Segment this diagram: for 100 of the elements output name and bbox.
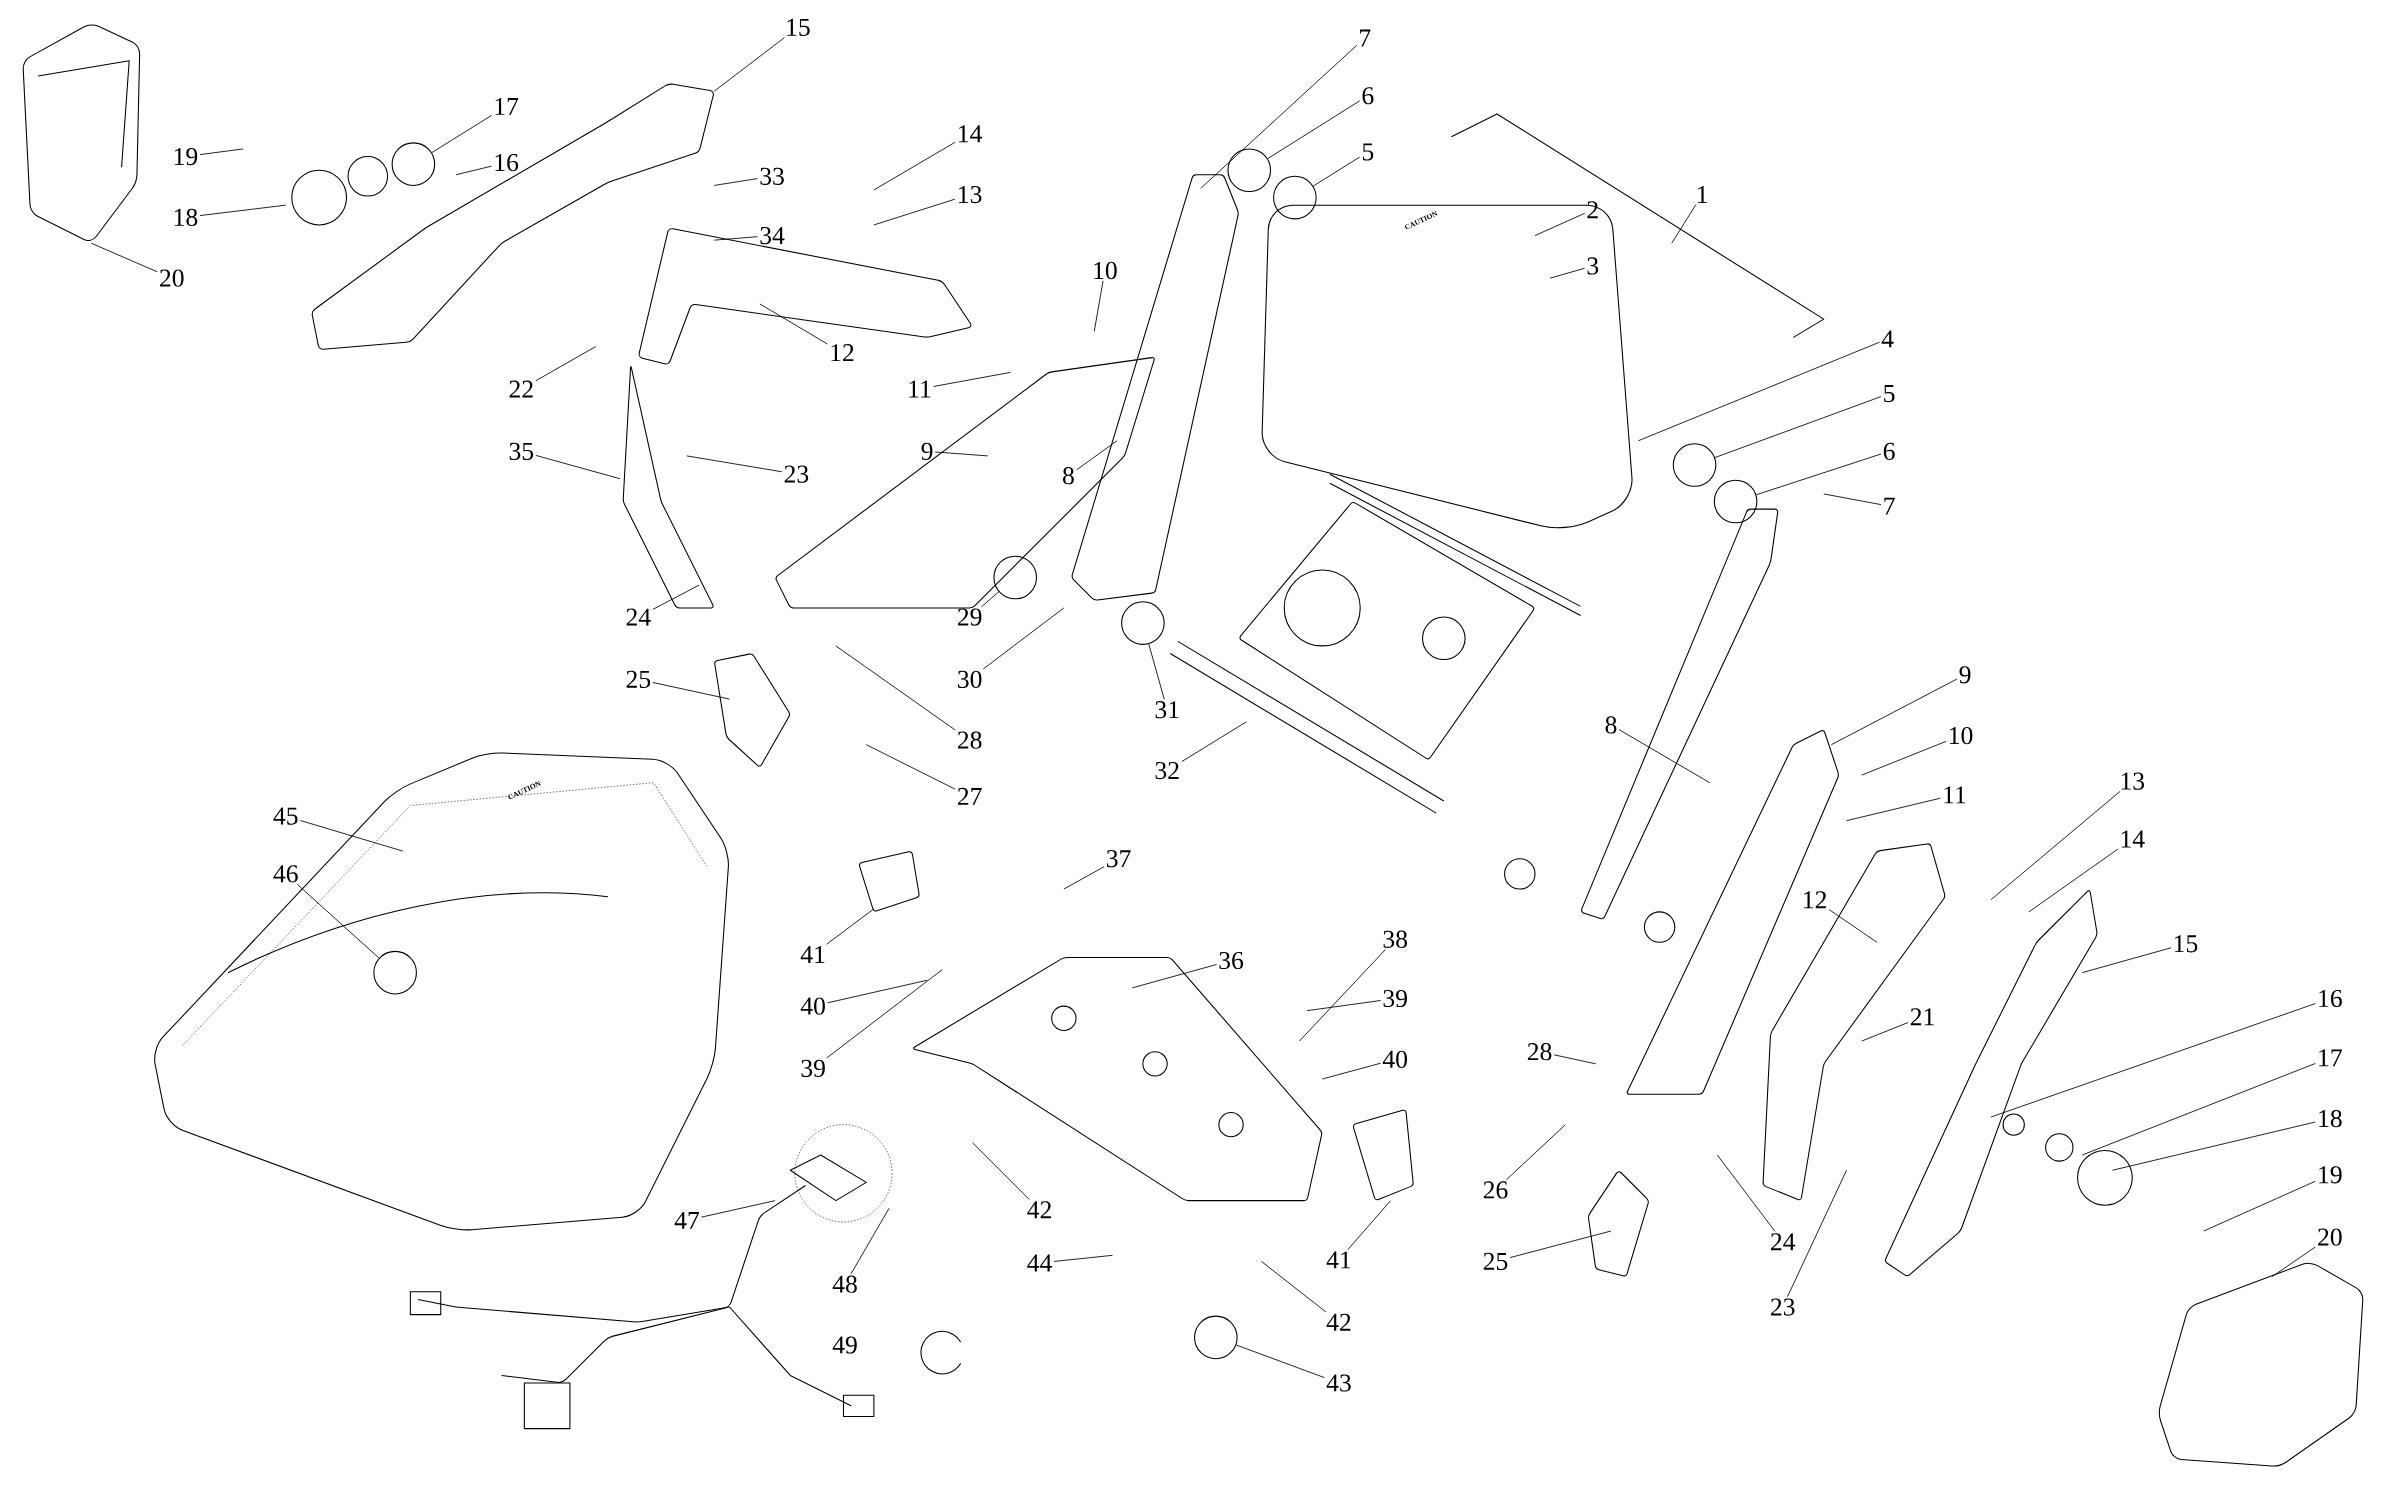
callout-number: 19	[174, 147, 198, 166]
leader-line	[1093, 280, 1104, 332]
leader-line	[1828, 909, 1878, 943]
leader-line	[1148, 643, 1165, 700]
callout-number: 6	[1883, 442, 1895, 461]
callout-number: 38	[1383, 930, 1407, 948]
leader-line	[873, 198, 956, 226]
callout-number: 6	[1362, 87, 1374, 105]
leader-line	[431, 115, 492, 154]
leader-line	[1053, 1254, 1113, 1262]
callout-number: 19	[2319, 1166, 2342, 1184]
washer-part	[1273, 175, 1317, 220]
callout-number: 36	[1219, 951, 1244, 970]
callout-number: 8	[1605, 716, 1617, 734]
leader-line	[1549, 267, 1586, 279]
leader-line	[1509, 1230, 1612, 1259]
leader-line	[1235, 1344, 1325, 1379]
leader-line	[535, 346, 597, 382]
leader-line	[199, 148, 244, 156]
leader-line	[1990, 791, 2121, 901]
callout-number: 5	[1884, 385, 1895, 403]
leader-line	[296, 883, 380, 959]
leader-line	[1714, 396, 1882, 458]
leader-line	[1312, 156, 1361, 187]
callout-number: 20	[2318, 1228, 2342, 1246]
callout-number: 5	[1362, 143, 1374, 161]
callout-number: 44	[1027, 1254, 1052, 1272]
callout-number: 42	[1027, 1201, 1051, 1219]
callout-number: 9	[921, 442, 933, 461]
callout-number: 35	[509, 442, 534, 461]
callout-number: 18	[174, 208, 198, 227]
leader-line	[1131, 964, 1217, 989]
leader-line	[1990, 1003, 2316, 1118]
callout-number: 12	[831, 344, 854, 362]
leader-line	[199, 204, 287, 217]
callout-number: 23	[1771, 1298, 1795, 1316]
callout-number: 14	[2121, 830, 2145, 848]
leader-line	[934, 451, 989, 457]
leader-line	[652, 682, 730, 700]
leader-line	[90, 242, 158, 273]
leader-line	[2028, 848, 2119, 913]
callout-number: 8	[1063, 467, 1074, 485]
callout-number: 47	[674, 1212, 700, 1229]
leader-line	[1830, 678, 1958, 746]
leader-line	[535, 455, 621, 480]
washer-part	[1121, 601, 1165, 645]
callout-number: 28	[957, 731, 982, 749]
leader-line	[972, 1142, 1030, 1201]
callout-number: 41	[800, 946, 825, 963]
callout-number: 15	[787, 18, 810, 36]
callout-number: 25	[1483, 1252, 1508, 1271]
callout-number: 12	[1804, 891, 1827, 909]
callout-number: 39	[1383, 989, 1407, 1008]
washer-part	[1227, 148, 1272, 193]
washer-part	[373, 950, 417, 995]
leader-line	[1261, 1261, 1327, 1313]
leader-line	[2203, 1180, 2316, 1232]
washer-part	[391, 142, 436, 186]
callout-number: 49	[832, 1336, 857, 1354]
leader-line	[835, 645, 956, 731]
leader-line	[1534, 213, 1586, 237]
callout-number: 10	[1094, 261, 1117, 280]
leader-line	[713, 37, 785, 92]
leader-line	[1755, 453, 1882, 496]
leader-line	[701, 1200, 776, 1218]
leader-line	[1076, 440, 1118, 471]
leader-line	[455, 165, 492, 176]
leader-line	[1671, 204, 1697, 244]
callout-number: 28	[1527, 1043, 1552, 1061]
callout-number: 22	[509, 380, 533, 398]
callout-number: 31	[1155, 701, 1179, 719]
washer-part	[1672, 443, 1717, 487]
leader-line	[1200, 45, 1358, 189]
callout-number: 24	[1771, 1233, 1796, 1251]
callout-number: 16	[495, 154, 519, 172]
callout-number: 4	[1881, 330, 1894, 348]
leader-line	[1861, 741, 1947, 776]
leader-line	[1321, 1062, 1382, 1080]
callout-number: 46	[273, 865, 298, 883]
callout-number: 30	[958, 670, 982, 689]
leader-line	[826, 908, 875, 945]
leader-line	[2081, 947, 2172, 974]
callout-number: 24	[626, 608, 651, 626]
leader-line	[652, 584, 700, 610]
callout-number: 3	[1587, 257, 1599, 275]
leader-line	[1787, 1169, 1847, 1298]
callout-number: 14	[959, 125, 983, 143]
leader-line	[1347, 1200, 1392, 1251]
leader-line	[2081, 1063, 2316, 1156]
leader-line	[2112, 1121, 2316, 1171]
washer-part	[1713, 479, 1758, 524]
leader-line	[1063, 866, 1105, 890]
leader-line	[827, 979, 928, 1004]
callout-number: 27	[957, 787, 982, 805]
callout-number: 48	[832, 1275, 857, 1293]
callout-number: 18	[2319, 1109, 2342, 1128]
callout-number: 17	[2319, 1049, 2342, 1067]
callout-number: 40	[1382, 1050, 1407, 1068]
washer-part	[993, 555, 1038, 600]
callout-number: 20	[160, 269, 184, 287]
